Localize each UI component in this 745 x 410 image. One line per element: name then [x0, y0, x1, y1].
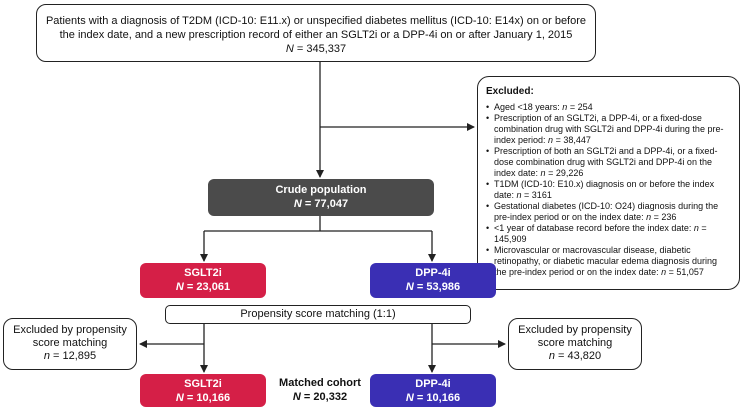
eligibility-line-1: Patients with a diagnosis of T2DM (ICD-1… [45, 15, 587, 27]
propensity-matching-box: Propensity score matching (1:1) [165, 305, 471, 324]
eligibility-count: N = 345,337 [285, 43, 347, 55]
excluded-item: <1 year of database record before the in… [486, 223, 731, 245]
sglt2i-initial-count: N = 23,061 [175, 281, 231, 293]
excluded-item: Prescription of an SGLT2i, a DPP-4i, or … [486, 113, 731, 146]
eligibility-line-2: the index date, and a new prescription r… [59, 29, 573, 41]
excluded-psm-dpp4i-line-2: score matching [537, 337, 613, 349]
excluded-item: Gestational diabetes (ICD-10: O24) diagn… [486, 201, 731, 223]
excluded-psm-sglt2i-line-2: score matching [32, 337, 108, 349]
sglt2i-matched-box: SGLT2i N = 10,166 [140, 374, 266, 407]
excluded-psm-dpp4i-count: n = 43,820 [548, 350, 602, 362]
sglt2i-matched-count: N = 10,166 [175, 392, 231, 404]
crude-title: Crude population [275, 184, 367, 196]
dpp4i-initial-title: DPP-4i [415, 267, 451, 279]
excluded-item: Microvascular or macrovascular disease, … [486, 245, 731, 278]
eligibility-box: Patients with a diagnosis of T2DM (ICD-1… [36, 4, 596, 62]
excluded-item: Prescription of both an SGLT2i and a DPP… [486, 146, 731, 179]
excluded-psm-sglt2i-box: Excluded by propensity score matching n … [3, 318, 137, 370]
excluded-item: Aged <18 years: n = 254 [486, 102, 731, 113]
dpp4i-matched-title: DPP-4i [415, 378, 451, 390]
excluded-psm-sglt2i-line-1: Excluded by propensity [13, 324, 127, 336]
excluded-psm-sglt2i-count: n = 12,895 [43, 350, 97, 362]
excluded-box: Excluded: Aged <18 years: n = 254 Prescr… [477, 76, 740, 290]
excluded-header: Excluded: [486, 86, 534, 97]
excluded-list: Aged <18 years: n = 254 Prescription of … [486, 102, 731, 278]
sglt2i-initial-box: SGLT2i N = 23,061 [140, 263, 266, 298]
crude-count: N = 77,047 [293, 198, 349, 210]
excluded-psm-dpp4i-line-1: Excluded by propensity [518, 324, 632, 336]
dpp4i-matched-count: N = 10,166 [405, 392, 461, 404]
sglt2i-matched-title: SGLT2i [184, 378, 222, 390]
dpp4i-initial-box: DPP-4i N = 53,986 [370, 263, 496, 298]
dpp4i-initial-count: N = 53,986 [405, 281, 461, 293]
matched-cohort-count: N = 20,332 [292, 391, 348, 403]
sglt2i-initial-title: SGLT2i [184, 267, 222, 279]
excluded-psm-dpp4i-box: Excluded by propensity score matching n … [508, 318, 642, 370]
excluded-item: T1DM (ICD-10: E10.x) diagnosis on or bef… [486, 179, 731, 201]
crude-population-box: Crude population N = 77,047 [208, 179, 434, 216]
dpp4i-matched-box: DPP-4i N = 10,166 [370, 374, 496, 407]
matched-cohort-title: Matched cohort [279, 377, 361, 389]
matched-cohort-label: Matched cohort N = 20,332 [270, 376, 370, 406]
